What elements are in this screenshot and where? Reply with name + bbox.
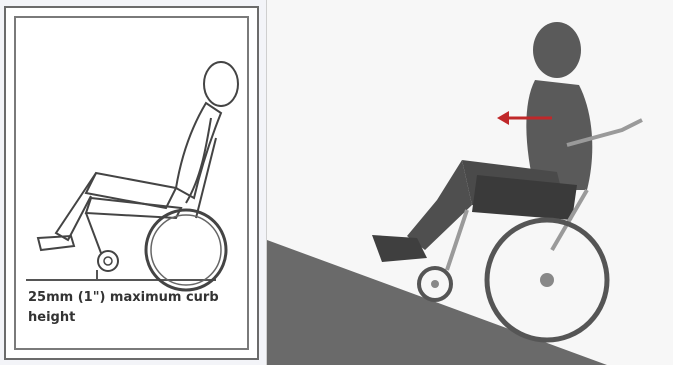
- front-caster: [98, 251, 118, 271]
- ramp-slope: [267, 240, 607, 365]
- curb-height-panel: 25mm (1") maximum curb height: [4, 6, 259, 360]
- person-torso: [176, 103, 221, 198]
- person-head: [533, 22, 581, 78]
- ramp-panel: [266, 0, 673, 365]
- rear-wheel-hub: [540, 273, 554, 287]
- person-arm: [186, 118, 211, 203]
- wheelchair-ramp-illustration: [267, 0, 673, 365]
- person-lower-leg: [56, 173, 96, 240]
- chair-front-frame: [86, 213, 101, 253]
- rear-wheel: [146, 210, 226, 290]
- curb-height-frame: 25mm (1") maximum curb height: [14, 16, 249, 350]
- person-head: [204, 62, 238, 106]
- person-lower-leg: [407, 160, 472, 250]
- curb-height-caption: 25mm (1") maximum curb height: [28, 288, 239, 328]
- force-arrow-head: [497, 111, 509, 125]
